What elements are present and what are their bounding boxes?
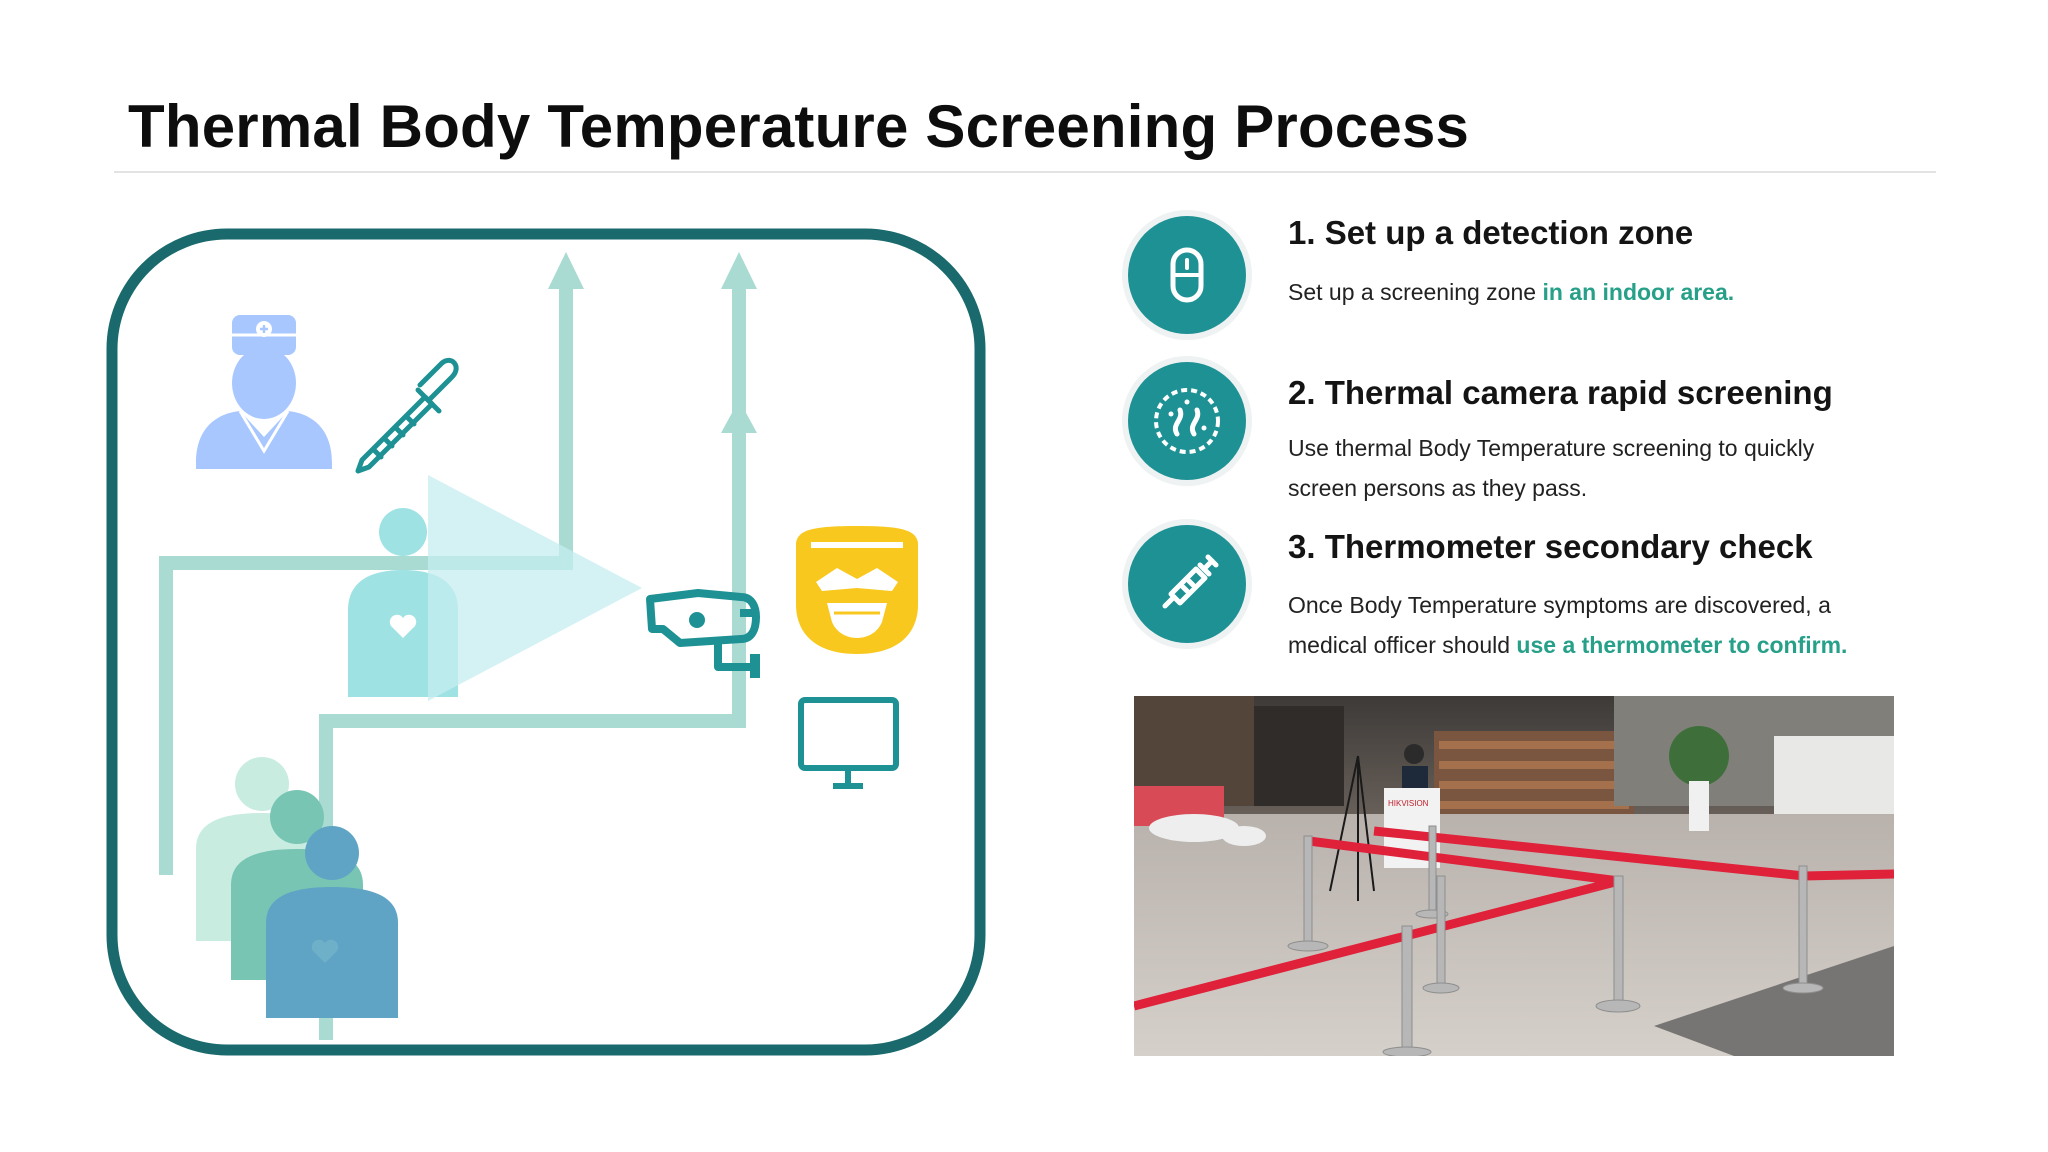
- page-title: Thermal Body Temperature Screening Proce…: [128, 93, 1470, 160]
- arrow-up-icon: [721, 252, 757, 289]
- step-3-highlight: use a thermometer to confirm.: [1516, 632, 1848, 658]
- lobby-screening-photo: HIKVISION: [1134, 696, 1894, 1056]
- queue-people-icon: [196, 757, 398, 1018]
- step-1-highlight: in an indoor area.: [1542, 279, 1735, 305]
- screening-diagram: [100, 225, 1000, 1065]
- kiosk-brand-label: HIKVISION: [1388, 799, 1429, 808]
- syringe-icon: [1128, 525, 1246, 643]
- bacteria-icon: [1128, 362, 1246, 480]
- capsule-icon: [1128, 216, 1246, 334]
- step-2-title: 2. Thermal camera rapid screening: [1288, 374, 1833, 411]
- camera-cone-icon: [428, 475, 642, 701]
- title-divider: [114, 171, 1936, 173]
- step-1-description: Set up a screening zone in an indoor are…: [1288, 279, 1735, 305]
- arrow-up-icon: [548, 252, 584, 289]
- nurse-icon: [196, 315, 332, 469]
- dropper-thermometer-icon: [355, 357, 459, 474]
- masked-face-icon: [796, 526, 918, 654]
- step-3-title: 3. Thermometer secondary check: [1288, 528, 1813, 565]
- step-3-description: Once Body Temperature symptoms are disco…: [1288, 592, 1848, 658]
- thermal-camera-icon: [646, 589, 760, 678]
- arrow-up-icon: [721, 400, 757, 433]
- monitor-icon: [798, 697, 899, 789]
- step-1-title: 1. Set up a detection zone: [1288, 214, 1694, 251]
- step-2-description: Use thermal Body Temperature screening t…: [1288, 435, 1815, 501]
- detection-zone-frame: [106, 228, 986, 1056]
